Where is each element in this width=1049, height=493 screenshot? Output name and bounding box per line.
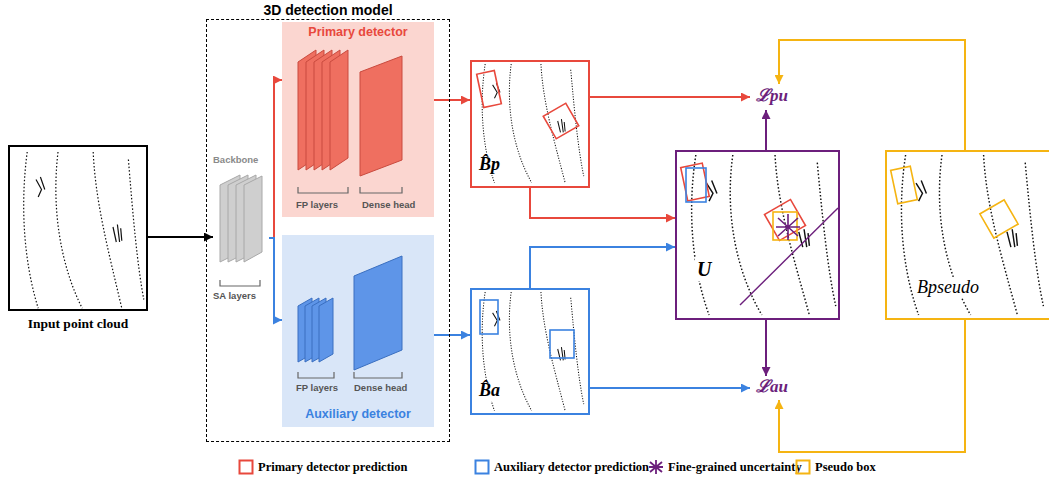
legend-swatch [648, 459, 664, 475]
connector [434, 99, 470, 101]
pred-box [550, 330, 574, 358]
pred-box [543, 103, 579, 139]
primary-detector: Primary detector FP layers Dense head [282, 22, 434, 217]
prediction-box: B̂p [470, 60, 590, 188]
auxiliary-region [282, 235, 434, 427]
node-label: U [695, 258, 713, 281]
uncertainty-symbol [776, 214, 800, 240]
legend-label: Pseudo box [815, 458, 876, 476]
pred-box [480, 300, 498, 334]
swatch-square [240, 461, 253, 474]
connector [590, 387, 750, 389]
connector [148, 236, 213, 238]
uncertainty-box: U [675, 150, 840, 320]
swatch-square [797, 461, 810, 474]
pred-box [477, 71, 502, 108]
legend-item: Pseudo box [795, 458, 856, 476]
node-label: B̂p [477, 154, 502, 175]
bracket [220, 280, 260, 286]
connector [765, 110, 767, 150]
pred-box [773, 212, 797, 240]
pseudo-box [980, 200, 1018, 238]
input-box: Input point cloud [8, 145, 148, 337]
node-label: Primary detector [308, 25, 407, 39]
node-label: FP layers [296, 383, 338, 394]
model-box: 3D detection modelBackbone SA layers Prima… [206, 2, 450, 444]
node-label: Input point cloud [28, 316, 129, 332]
bracket [298, 187, 402, 193]
node-label: SA layers [213, 291, 256, 302]
pseudo-box [891, 166, 918, 203]
connector [590, 96, 750, 98]
box-outline [675, 150, 840, 320]
node-label: ℒpu [754, 86, 790, 106]
legend-label: Primary detector prediction [258, 458, 408, 476]
connector [779, 320, 965, 452]
box-outline [8, 145, 148, 311]
loss-term: ℒau [750, 376, 794, 400]
point-cloud [901, 155, 1043, 315]
swatch-symbol [649, 460, 663, 474]
box-outline [206, 19, 450, 442]
legend: Primary detector prediction Auxiliary det… [0, 458, 1049, 478]
swatch-square [476, 461, 489, 474]
dense-head [354, 256, 402, 370]
fp-layer [330, 50, 348, 170]
node-label: Dense head [354, 383, 407, 394]
connector [269, 80, 282, 238]
node-label: Dense head [362, 200, 415, 211]
fp-layer [319, 298, 333, 362]
connector [530, 247, 675, 288]
node-label: ℒau [754, 377, 790, 397]
legend-swatch [795, 459, 811, 475]
connector [269, 238, 282, 320]
bracket [298, 372, 402, 378]
node-label: 3D detection model [263, 2, 392, 18]
node-label: Backbone [213, 155, 258, 166]
connector [530, 188, 675, 218]
connector [779, 40, 965, 150]
legend-label: Fine-grained uncertainty [668, 458, 802, 476]
legend-item: Auxiliary detector prediction [474, 458, 629, 476]
auxiliary-detector: FP layers Dense headAuxiliary detector [282, 235, 434, 427]
node-label: Auxiliary detector [305, 407, 411, 421]
node-label: FP layers [296, 200, 338, 211]
legend-swatch [238, 459, 254, 475]
legend-label: Auxiliary detector prediction [494, 458, 649, 476]
backbone: Backbone SA layers [213, 150, 269, 315]
pred-box [686, 168, 706, 202]
loss-term: ℒpu [750, 84, 794, 110]
prediction-box: B̂a [470, 288, 590, 415]
pseudo-box: Bpseudo [885, 150, 1049, 320]
uncertainty-line [740, 208, 838, 305]
point-cloud [692, 155, 836, 315]
legend-swatch [474, 459, 490, 475]
node-label: B̂a [477, 380, 502, 401]
pred-box [765, 200, 806, 241]
node-label: Bpseudo [915, 277, 981, 298]
point-cloud [24, 152, 144, 308]
legend-item: Primary detector prediction [238, 458, 388, 476]
legend-item: Fine-grained uncertainty [648, 458, 782, 476]
primary-region [282, 22, 434, 217]
connector [434, 334, 470, 336]
sa-layer [244, 176, 262, 262]
dense-head [360, 56, 402, 176]
connector [765, 320, 767, 376]
